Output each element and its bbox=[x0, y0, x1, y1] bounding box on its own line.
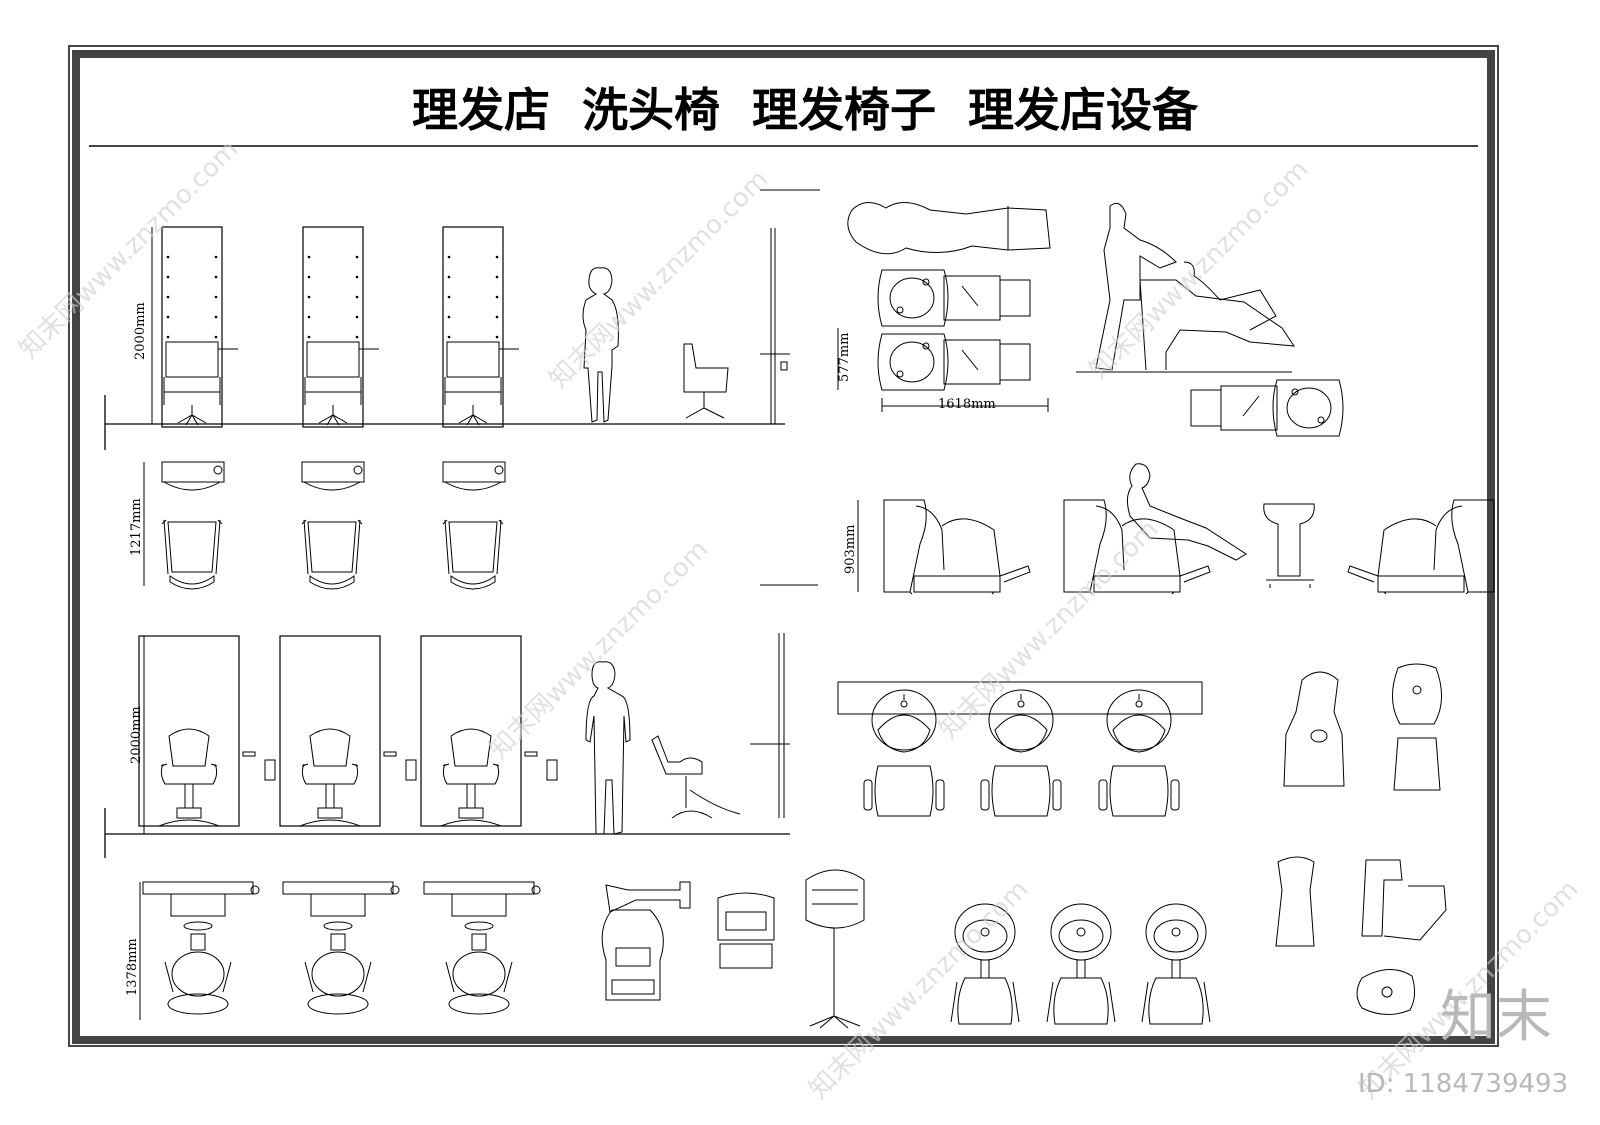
person-woman-figure bbox=[582, 267, 619, 423]
dim-1378: 1378mm bbox=[125, 938, 140, 996]
mirror-stations-elevation-bottom: 2000mm bbox=[104, 584, 818, 858]
mirror-stations-elevation-top: 2000mm bbox=[104, 189, 820, 450]
person-man-figure bbox=[585, 661, 631, 835]
shampoo-station-triple-plan bbox=[837, 681, 1203, 817]
station-plans-bottom: 1378mm bbox=[125, 881, 541, 1020]
person-sitting-figure bbox=[1126, 463, 1247, 561]
chair-plans-top: 1217mm bbox=[129, 461, 506, 590]
wash-bed-plans: 577mm 1618mm bbox=[837, 202, 1051, 412]
hydraulic-chair-side bbox=[651, 735, 741, 819]
dim-1618: 1618mm bbox=[938, 397, 996, 412]
dim-1217: 1217mm bbox=[129, 498, 144, 556]
dim-903: 903mm bbox=[843, 525, 858, 574]
wash-recliners-side: 903mm bbox=[843, 463, 1495, 595]
basin-pedestal-side bbox=[1263, 503, 1315, 588]
hood-dryers bbox=[601, 869, 865, 1029]
svg-text:知末网www.znzmo.com: 知末网www.znzmo.com bbox=[484, 534, 715, 765]
dim-577: 577mm bbox=[837, 333, 852, 382]
styling-chair-side bbox=[683, 343, 729, 419]
dim-2000-top: 2000mm bbox=[133, 302, 148, 360]
dim-2000-bottom: 2000mm bbox=[129, 706, 144, 764]
washing-scene-side bbox=[1076, 202, 1295, 373]
person-lying-figure bbox=[847, 202, 1051, 255]
watermark-text: 知末网www.znzmo.com 知末网www.znzmo.com 知末网www… bbox=[14, 134, 1585, 1105]
sheet-title: 理发店 洗头椅 理发椅子 理发店设备 bbox=[412, 83, 1199, 137]
svg-text:知末网www.znzmo.com: 知末网www.znzmo.com bbox=[804, 874, 1035, 1105]
image-id: ID: 1184739493 bbox=[1358, 1069, 1568, 1099]
drawing-frame bbox=[68, 45, 1499, 1047]
watermark-logo: 知末 bbox=[1440, 985, 1552, 1050]
svg-text:知末网www.znzmo.com: 知末网www.znzmo.com bbox=[1084, 154, 1315, 385]
svg-text:知末网www.znzmo.com: 知末网www.znzmo.com bbox=[14, 134, 245, 365]
svg-text:知末网www.znzmo.com: 知末网www.znzmo.com bbox=[934, 514, 1165, 745]
svg-text:知末网www.znzmo.com: 知末网www.znzmo.com bbox=[544, 164, 775, 395]
wash-units-right bbox=[1275, 663, 1447, 1015]
